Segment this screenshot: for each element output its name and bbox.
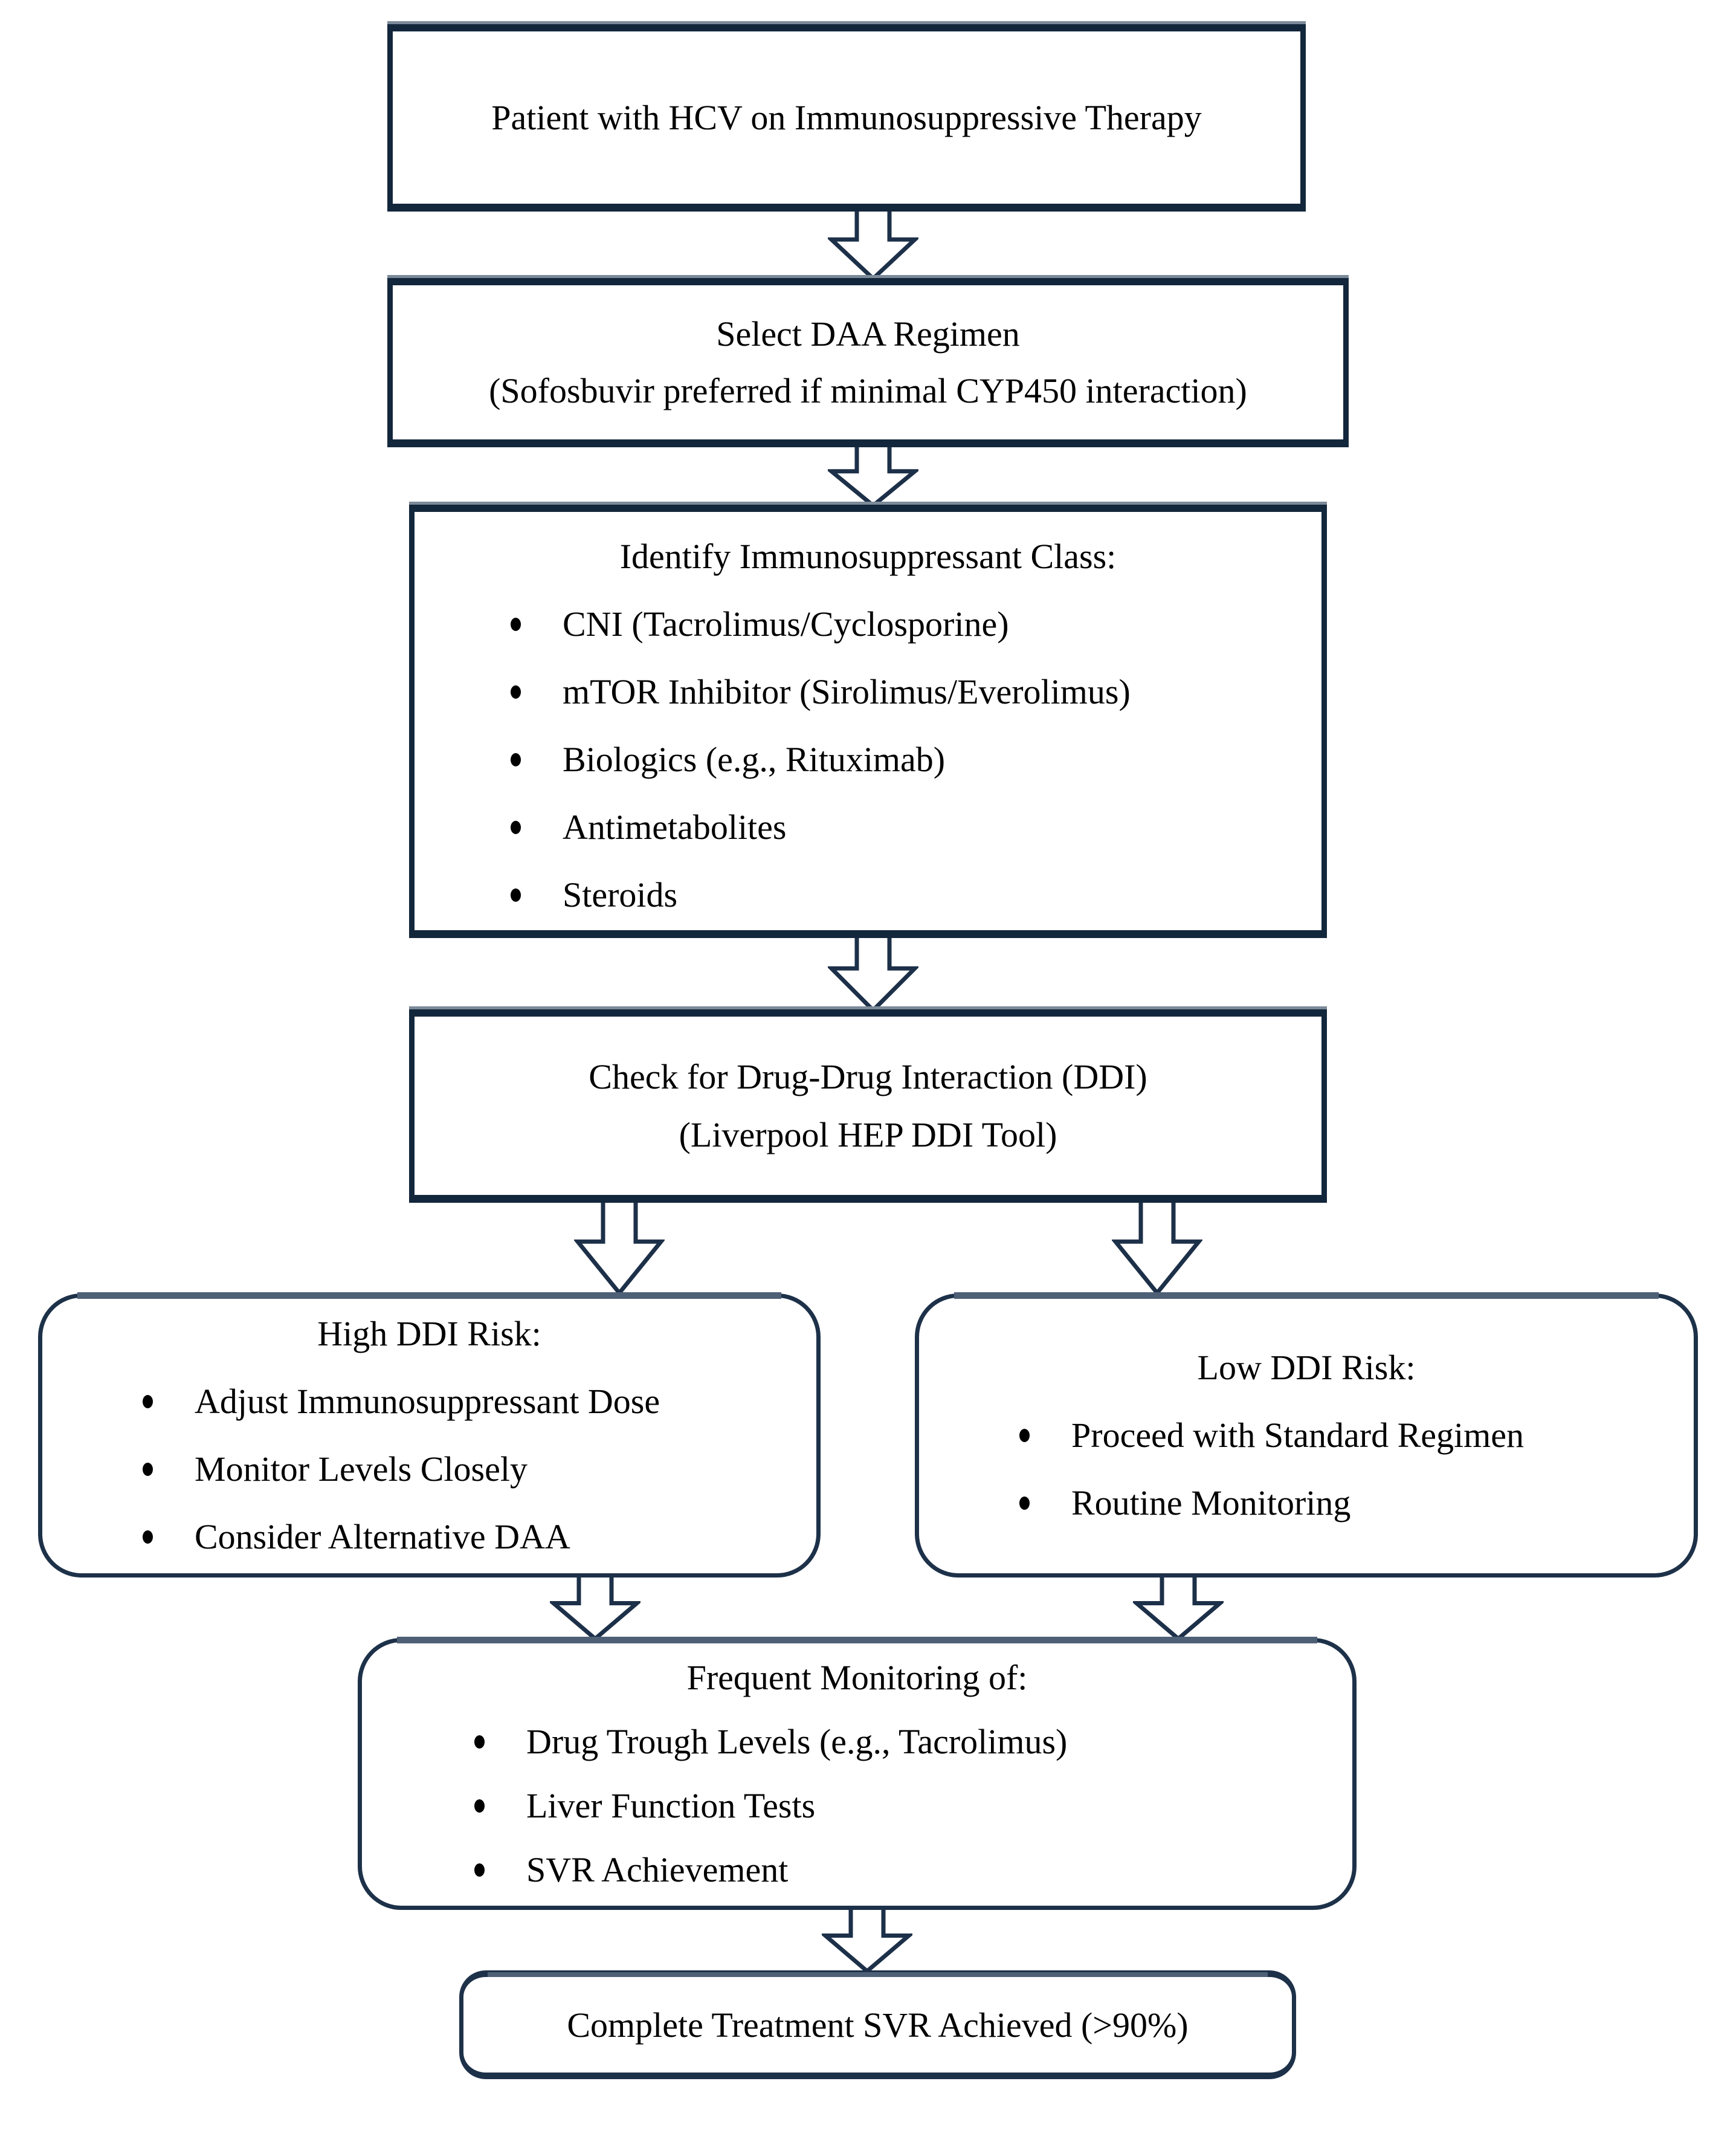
node-complete-treatment: Complete Treatment SVR Achieved (>90%)	[459, 1970, 1296, 2079]
node-check-ddi: Check for Drug-Drug Interaction (DDI) (L…	[409, 1009, 1327, 1203]
node-check-ddi-line1: Check for Drug-Drug Interaction (DDI)	[589, 1057, 1147, 1096]
list-item: Consider Alternative DAA	[142, 1503, 660, 1571]
list-item-text: Biologics (e.g., Rituximab)	[563, 740, 946, 779]
box-top-shadow	[77, 1292, 781, 1299]
list-item-text: Antimetabolites	[563, 807, 787, 847]
down-arrow-icon	[550, 1574, 641, 1642]
list-item: Drug Trough Levels (e.g., Tacrolimus)	[474, 1710, 1068, 1774]
down-arrow-icon	[574, 1199, 665, 1297]
list-item-text: Consider Alternative DAA	[195, 1517, 570, 1556]
down-arrow-icon	[828, 934, 918, 1014]
list-item: Liver Function Tests	[474, 1774, 1067, 1838]
frequent-monitoring-list: Drug Trough Levels (e.g., Tacrolimus) Li…	[474, 1710, 1068, 1902]
list-item-text: Drug Trough Levels (e.g., Tacrolimus)	[526, 1722, 1068, 1761]
list-item: Biologics (e.g., Rituximab)	[511, 726, 1131, 794]
list-item-text: Routine Monitoring	[1071, 1483, 1351, 1523]
list-item: Adjust Immunosuppressant Dose	[142, 1368, 660, 1435]
list-item: Steroids	[511, 861, 1131, 929]
list-item-text: Monitor Levels Closely	[195, 1449, 528, 1489]
down-arrow-icon	[828, 207, 918, 282]
node-low-ddi-risk: Low DDI Risk: Proceed with Standard Regi…	[915, 1292, 1698, 1578]
node-check-ddi-line2: (Liverpool HEP DDI Tool)	[679, 1115, 1057, 1154]
down-arrow-icon	[828, 443, 918, 508]
node-low-ddi-risk-title: Low DDI Risk:	[1197, 1348, 1416, 1387]
list-item: CNI (Tacrolimus/Cyclosporine)	[511, 591, 1131, 658]
list-item-text: Liver Function Tests	[526, 1786, 816, 1825]
node-high-ddi-risk-title: High DDI Risk:	[317, 1314, 541, 1353]
identify-class-list: CNI (Tacrolimus/Cyclosporine) mTOR Inhib…	[511, 591, 1131, 929]
box-top-shadow	[488, 1972, 1268, 1977]
list-item: mTOR Inhibitor (Sirolimus/Everolimus)	[511, 658, 1131, 726]
list-item: Routine Monitoring	[1019, 1469, 1524, 1537]
node-select-daa-line2: (Sofosbuvir preferred if minimal CYP450 …	[489, 371, 1247, 410]
down-arrow-icon	[822, 1906, 912, 1974]
node-patient-text: Patient with HCV on Immunosuppressive Th…	[491, 98, 1202, 137]
down-arrow-icon	[1133, 1574, 1224, 1642]
box-top-shadow	[954, 1292, 1659, 1299]
node-high-ddi-risk: High DDI Risk: Adjust Immunosuppressant …	[38, 1292, 821, 1578]
list-item-text: SVR Achievement	[526, 1850, 789, 1889]
list-item-text: Steroids	[563, 875, 678, 914]
node-frequent-monitoring-title: Frequent Monitoring of:	[686, 1658, 1028, 1697]
node-select-daa: Select DAA Regimen (Sofosbuvir preferred…	[387, 278, 1349, 447]
box-top-shadow	[397, 1637, 1317, 1643]
list-item-text: Proceed with Standard Regimen	[1071, 1416, 1524, 1455]
node-complete-treatment-text: Complete Treatment SVR Achieved (>90%)	[567, 2005, 1189, 2045]
node-identify-class-title: Identify Immunosuppressant Class:	[619, 537, 1117, 576]
list-item: Antimetabolites	[511, 794, 1131, 861]
high-ddi-risk-list: Adjust Immunosuppressant Dose Monitor Le…	[142, 1368, 660, 1571]
low-ddi-risk-list: Proceed with Standard Regimen Routine Mo…	[1019, 1402, 1524, 1537]
node-frequent-monitoring: Frequent Monitoring of: Drug Trough Leve…	[358, 1637, 1357, 1910]
list-item-text: CNI (Tacrolimus/Cyclosporine)	[563, 604, 1009, 644]
list-item-text: Adjust Immunosuppressant Dose	[195, 1382, 660, 1421]
node-select-daa-line1: Select DAA Regimen	[716, 314, 1020, 354]
list-item: Monitor Levels Closely	[142, 1435, 660, 1503]
node-identify-class: Identify Immunosuppressant Class: CNI (T…	[409, 505, 1327, 938]
node-patient: Patient with HCV on Immunosuppressive Th…	[387, 24, 1306, 212]
list-item: Proceed with Standard Regimen	[1019, 1402, 1524, 1469]
down-arrow-icon	[1112, 1199, 1202, 1297]
list-item-text: mTOR Inhibitor (Sirolimus/Everolimus)	[563, 672, 1131, 711]
list-item: SVR Achievement	[474, 1838, 1067, 1902]
